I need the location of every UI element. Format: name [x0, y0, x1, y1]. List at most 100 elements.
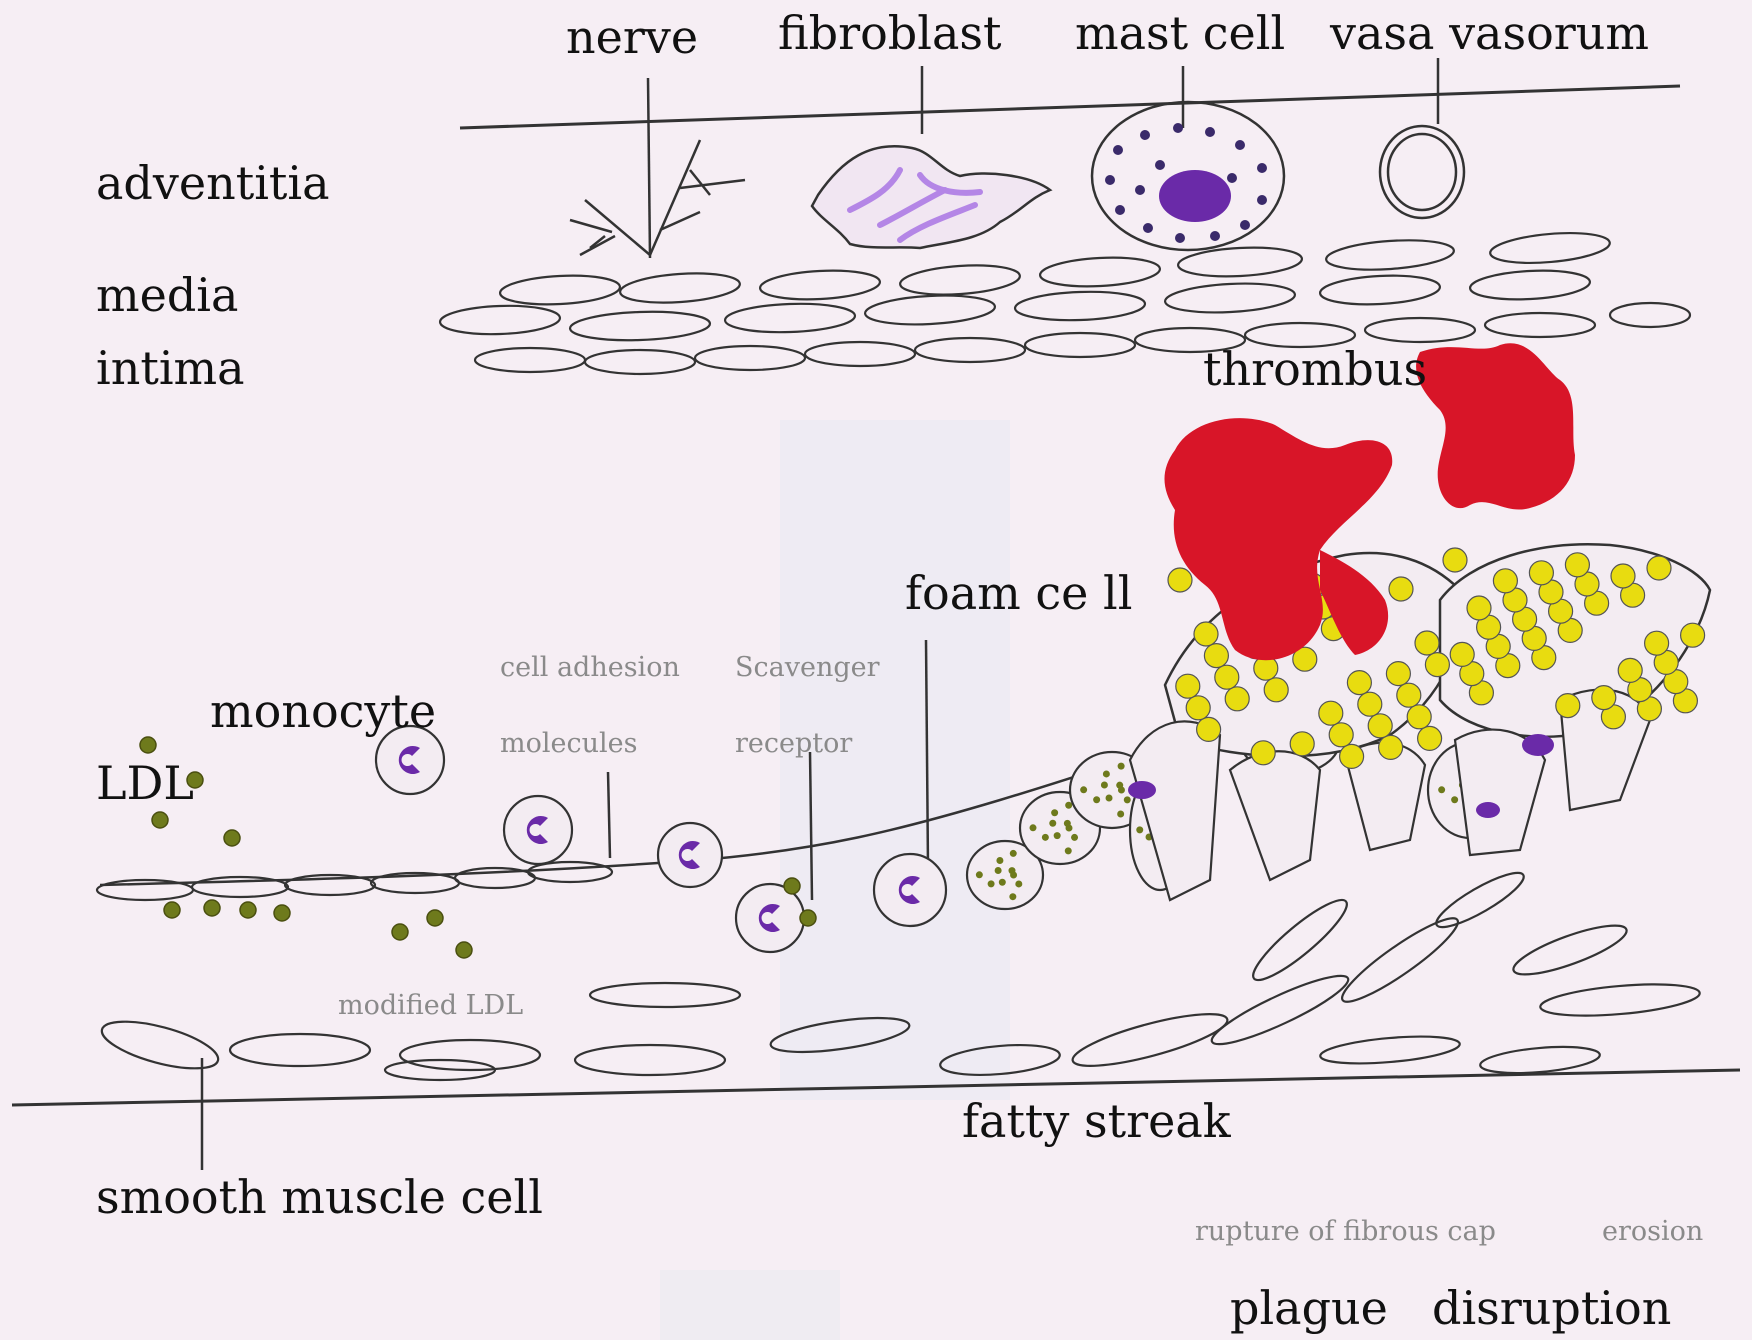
lipid-droplet — [1407, 705, 1431, 729]
mast-granule — [1240, 220, 1250, 230]
mast-granule — [1113, 145, 1123, 155]
label-cell-adhesion: cell adhesion — [500, 654, 680, 681]
vasa-vasorum-drawing — [1380, 126, 1464, 218]
lipid-droplet — [1443, 548, 1467, 572]
lipid-droplet — [1264, 678, 1288, 702]
label-monocyte: monocyte — [210, 688, 436, 734]
mast-granule — [1257, 195, 1267, 205]
foam-cell-granule — [1136, 826, 1143, 833]
foam-cell-granule — [1009, 893, 1016, 900]
smooth-muscle-cell — [230, 1034, 370, 1066]
adventitia-outer-line — [460, 86, 1680, 128]
media-cell — [1610, 303, 1690, 327]
media-cell — [725, 302, 856, 335]
lipid-droplet — [1168, 568, 1192, 592]
media-cell — [1365, 318, 1475, 342]
lipid-droplet — [1645, 631, 1669, 655]
lipid-droplet — [1358, 692, 1382, 716]
media-cell — [1319, 273, 1440, 307]
media-cell — [440, 304, 561, 336]
mast-granule — [1135, 185, 1145, 195]
label-vasa-vasorum: vasa vasorum — [1330, 10, 1649, 56]
foam-cell-granule — [1101, 781, 1108, 788]
media-cell — [1325, 237, 1455, 274]
lipid-droplet — [1194, 622, 1218, 646]
media-cell — [499, 273, 620, 307]
ldl-particle — [240, 902, 256, 918]
ldl-particle — [456, 942, 472, 958]
lipid-droplet — [1556, 694, 1580, 718]
foam-cell-granule — [1118, 763, 1125, 770]
mast-granule — [1173, 123, 1183, 133]
mast-cell-drawing — [1092, 102, 1284, 250]
lipid-droplet — [1319, 701, 1343, 725]
mast-granule — [1140, 130, 1150, 140]
lipid-droplet — [1493, 569, 1517, 593]
media-cell — [570, 310, 711, 343]
smooth-muscle-cell — [1245, 891, 1355, 990]
lipid-droplet — [1197, 717, 1221, 741]
foam-cell-granule — [1065, 802, 1072, 809]
foam-cell-granule — [1030, 824, 1037, 831]
smooth-muscle-cell — [590, 983, 740, 1007]
ldl-particle — [152, 812, 168, 828]
lipid-droplet — [1467, 596, 1491, 620]
mast-granule — [1205, 127, 1215, 137]
mast-granule — [1115, 205, 1125, 215]
foam-cell-granule — [1010, 850, 1017, 857]
lipid-droplet — [1450, 642, 1474, 666]
ldl-particle — [140, 737, 156, 753]
label-scavenger: Scavenger — [735, 654, 880, 681]
label-fibroblast: fibroblast — [778, 10, 1002, 56]
foam-cell-granule — [1451, 796, 1458, 803]
foam-cell-granule — [999, 879, 1006, 886]
media-cell — [475, 348, 585, 372]
lipid-droplet — [1290, 732, 1314, 756]
label-receptor: receptor — [735, 730, 852, 757]
label-smooth-muscle-cell: smooth muscle cell — [96, 1174, 543, 1220]
mast-granule — [1155, 160, 1165, 170]
smooth-muscle-cell — [1069, 1004, 1232, 1076]
label-plague: plague — [1230, 1285, 1388, 1331]
media-cell — [695, 346, 805, 370]
label-intima: intima — [96, 345, 245, 391]
foam-cell-granule — [1438, 786, 1445, 793]
lipid-droplet — [1565, 553, 1589, 577]
foam-cell-granule — [1103, 770, 1110, 777]
media-cell — [619, 270, 741, 306]
smooth-muscle-cell — [400, 1040, 540, 1070]
background-panel — [780, 420, 1010, 1100]
monocyte-cell — [874, 854, 946, 926]
label-disruption: disruption — [1432, 1285, 1671, 1331]
lipid-droplet — [1340, 744, 1364, 768]
lipid-droplet — [1418, 726, 1442, 750]
label-fatty-streak: fatty streak — [962, 1098, 1231, 1144]
label-foam-cell: foam ce ll — [905, 570, 1132, 616]
mast-granule — [1227, 173, 1237, 183]
lipid-droplet — [1225, 687, 1249, 711]
ldl-particle — [164, 902, 180, 918]
lipid-droplet — [1618, 658, 1642, 682]
monocyte-cell — [504, 796, 572, 864]
lipid-droplet — [1681, 623, 1705, 647]
foam-cell-granule — [1116, 782, 1123, 789]
ldl-particle — [274, 905, 290, 921]
foam-cell-granule — [1117, 810, 1124, 817]
foam-cell-granule — [1080, 786, 1087, 793]
endothelial-cells — [97, 862, 612, 900]
media-cell — [1469, 268, 1590, 302]
lipid-droplet — [1425, 653, 1449, 677]
lipid-droplet — [1379, 735, 1403, 759]
lipid-droplet — [1592, 686, 1616, 710]
foam-cell-granule — [1054, 832, 1061, 839]
lipid-droplet — [1329, 723, 1353, 747]
smooth-muscle-cell — [97, 1012, 222, 1078]
label-molecules: molecules — [500, 730, 637, 757]
media-cell — [1039, 255, 1160, 289]
media-cell — [585, 350, 695, 374]
label-media: media — [96, 272, 238, 318]
lipid-droplet — [1347, 671, 1371, 695]
lipid-droplet — [1176, 674, 1200, 698]
foam-cell-granule — [1071, 834, 1078, 841]
smooth-muscle-cell — [1206, 966, 1354, 1055]
